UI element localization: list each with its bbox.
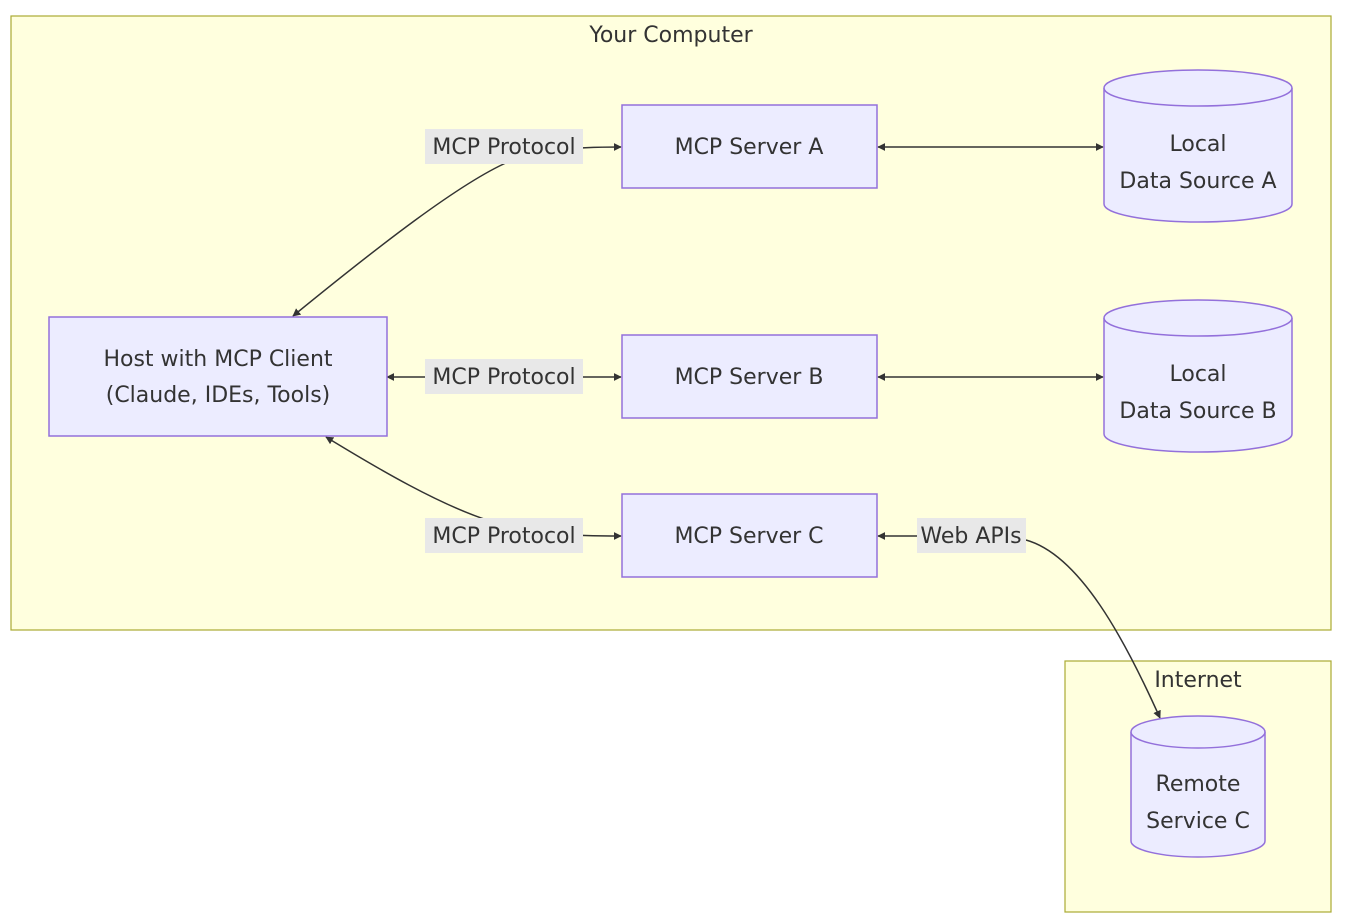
svg-text:MCP Protocol: MCP Protocol [432,135,575,160]
edge-label-host-a: MCP Protocol [425,129,583,164]
node-host[interactable]: Host with MCP Client (Claude, IDEs, Tool… [48,316,388,437]
svg-text:Local: Local [1169,362,1226,387]
edge-label-c-remote: Web APIs [917,518,1026,553]
svg-text:Data Source B: Data Source B [1119,399,1276,424]
svg-text:MCP Server B: MCP Server B [675,365,824,390]
svg-text:Web APIs: Web APIs [920,524,1021,549]
svg-text:Remote: Remote [1156,772,1241,797]
node-server-a[interactable]: MCP Server A [621,104,878,189]
svg-text:MCP Server C: MCP Server C [674,524,823,549]
node-server-b[interactable]: MCP Server B [621,334,878,419]
node-data-source-b[interactable]: Local Data Source B [1103,299,1293,453]
node-remote-service-c[interactable]: Remote Service C [1130,715,1266,858]
svg-text:Data Source A: Data Source A [1119,169,1276,194]
node-data-source-a[interactable]: Local Data Source A [1103,69,1293,223]
node-server-c[interactable]: MCP Server C [621,493,878,578]
svg-text:Local: Local [1169,132,1226,157]
edge-label-host-b: MCP Protocol [425,359,583,394]
svg-text:Host with MCP Client: Host with MCP Client [103,347,332,372]
cluster-label-internet: Internet [1154,668,1242,693]
edge-server-c-remote-c [878,536,1160,718]
svg-text:MCP Protocol: MCP Protocol [432,365,575,390]
cluster-label-your-computer: Your Computer [588,23,753,48]
svg-text:MCP Protocol: MCP Protocol [432,524,575,549]
svg-text:MCP Server A: MCP Server A [675,135,824,160]
svg-text:(Claude, IDEs, Tools): (Claude, IDEs, Tools) [106,383,331,408]
svg-text:Service C: Service C [1146,809,1250,834]
edge-label-host-c: MCP Protocol [425,518,583,553]
